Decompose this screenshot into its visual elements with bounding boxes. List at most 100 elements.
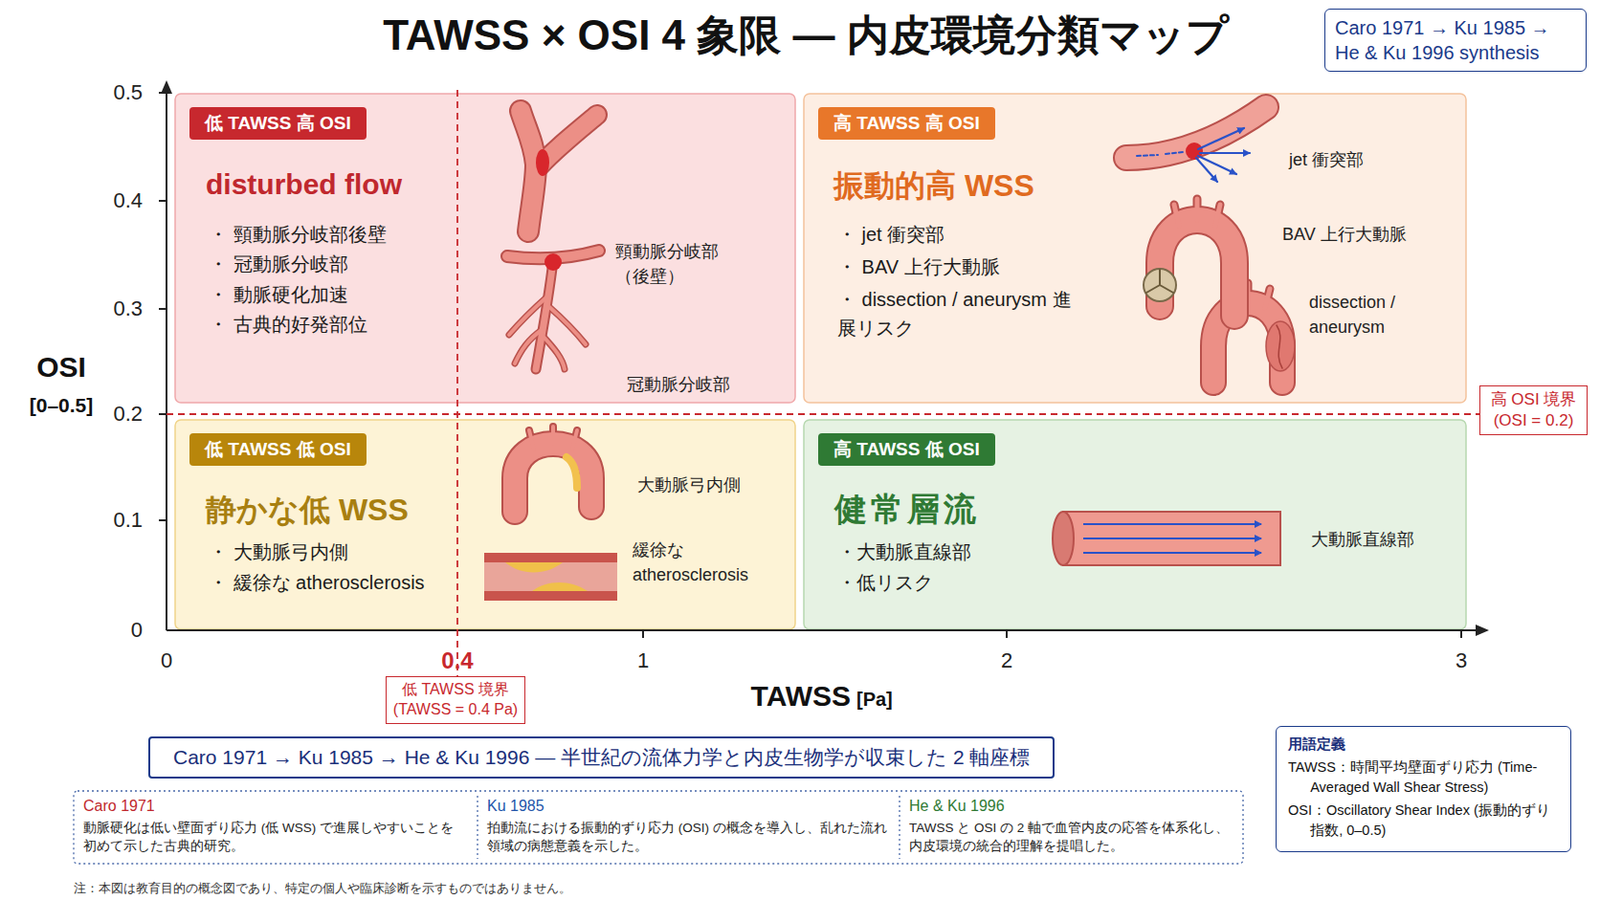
axis bbox=[642, 630, 645, 639]
footnote: 注：本図は教育目的の概念図であり、特定の個人や臨床診断を示すものではありません。 bbox=[73, 880, 572, 898]
bav-arch bbox=[1159, 220, 1235, 316]
quadrant-panel: 振動的高 WSS・ jet 衝突部・ BAV 上行大動脈・ dissection… bbox=[803, 93, 1467, 403]
node-heading: He & Ku 1996 bbox=[909, 796, 1235, 818]
node-text: ・ 冠動脈分岐部 bbox=[206, 249, 351, 279]
node-heading: 低 TAWSS 低 OSI bbox=[204, 437, 352, 463]
axis-arrow bbox=[160, 80, 1489, 637]
node-text: 冠動脈分岐部 bbox=[624, 372, 733, 398]
node-text: ・ dissection / aneurysm 進展リスク bbox=[835, 285, 1079, 343]
bav-arch bbox=[1143, 268, 1177, 302]
coronary-tree bbox=[535, 260, 554, 370]
node-heading: Caro 1971 → Ku 1985 → He & Ku 1996 — 半世紀… bbox=[173, 744, 1030, 772]
axis bbox=[158, 413, 167, 416]
node-heading: 高 TAWSS 高 OSI bbox=[833, 111, 980, 136]
dissection-arch bbox=[1266, 321, 1295, 372]
aortic-arch bbox=[514, 426, 592, 512]
axis bbox=[158, 308, 167, 311]
reference-frame bbox=[73, 791, 1244, 865]
quadrant-panel bbox=[175, 420, 796, 630]
carotid-bifurcation bbox=[520, 111, 598, 232]
node-heading: Caro 1971 → Ku 1985 → He & Ku 1996 synth… bbox=[1334, 15, 1577, 66]
reference-frame bbox=[898, 796, 900, 860]
node-text: 動脈硬化は低い壁面ずり応力 (低 WSS) で進展しやすいことを初めて示した古典… bbox=[83, 820, 467, 857]
node-text: ・ 動脈硬化加速 bbox=[206, 280, 351, 310]
coronary-tree bbox=[509, 296, 586, 370]
plaque-vessel bbox=[484, 591, 618, 601]
aortic-arch bbox=[566, 457, 578, 489]
node-text: jet 衝突部 bbox=[1287, 147, 1366, 173]
straight-aorta bbox=[1052, 511, 1074, 566]
axis bbox=[158, 200, 167, 202]
axis bbox=[1460, 630, 1463, 639]
node-text: 緩徐な atherosclerosis bbox=[630, 537, 780, 588]
quadrant-panel: disturbed flow・ 頸動脈分岐部後壁・ 冠動脈分岐部・ 動脈硬化加速… bbox=[175, 93, 796, 403]
straight-aorta bbox=[1083, 552, 1262, 555]
plaque-vessel bbox=[505, 562, 563, 574]
jet-vessel bbox=[1196, 157, 1218, 182]
axis-title: OSI bbox=[36, 351, 87, 384]
node-text: TAWSS：時間平均壁面ずり応力 (Time-Averaged Wall She… bbox=[1288, 757, 1559, 799]
coronary-tree bbox=[509, 296, 586, 370]
node-heading: 低 TAWSS 高 OSI bbox=[204, 111, 352, 136]
tick-label: 1 bbox=[637, 648, 649, 674]
quadrant-panel bbox=[175, 93, 1467, 630]
node-heading: 高 TAWSS 低 OSI bbox=[833, 437, 980, 463]
axis-title: [0–0.5] bbox=[29, 394, 94, 418]
carotid-bifurcation bbox=[535, 149, 550, 177]
axis bbox=[158, 91, 1479, 639]
quadrant-panel bbox=[803, 93, 1467, 403]
plaque-vessel bbox=[484, 553, 618, 601]
quadrant-badge: 低 TAWSS 高 OSI bbox=[189, 107, 367, 140]
quadrant-badge: 高 TAWSS 高 OSI bbox=[818, 107, 996, 140]
node-text: ・ jet 衝突部 bbox=[835, 220, 947, 249]
plaque-vessel bbox=[484, 553, 618, 601]
node-text: ・ 緩徐な atherosclerosis bbox=[206, 568, 427, 598]
quadrant-badge: 高 TAWSS 低 OSI bbox=[818, 433, 996, 467]
node-text: 大動脈直線部 bbox=[1309, 527, 1417, 553]
quadrant-panel: 健常層流・大動脈直線部・低リスク大動脈直線部高 TAWSS 低 OSI bbox=[803, 420, 1467, 630]
axis-arrow bbox=[160, 80, 173, 94]
threshold-line bbox=[456, 89, 459, 677]
axis-arrow bbox=[1475, 624, 1489, 637]
tick-label: 0 bbox=[160, 648, 173, 674]
reference-frame bbox=[73, 791, 1244, 865]
reference-frame bbox=[476, 796, 478, 860]
dissection-arch bbox=[1276, 325, 1283, 369]
citation-box: Caro 1971 → Ku 1985 → He & Ku 1996 synth… bbox=[1324, 8, 1587, 72]
axis-title: [Pa] bbox=[856, 688, 893, 712]
jet-vessel bbox=[1196, 128, 1250, 182]
tick-label: 0.4 bbox=[441, 647, 473, 675]
node-text: ・ 古典的好発部位 bbox=[206, 310, 370, 339]
node-text: dissection / aneurysm bbox=[1307, 289, 1432, 340]
axis bbox=[158, 519, 167, 522]
coronary-tree bbox=[507, 250, 600, 370]
node-text: ・ BAV 上行大動脈 bbox=[835, 252, 1002, 282]
threshold-box: 低 TAWSS 境界 (TAWSS = 0.4 Pa) bbox=[385, 676, 526, 725]
reference-note: He & Ku 1996TAWSS と OSI の 2 軸で血管内皮の応答を体系… bbox=[909, 796, 1235, 857]
tick-label: 0.3 bbox=[112, 296, 143, 322]
node-heading: 静かな低 WSS bbox=[203, 490, 411, 530]
reference-note: Ku 1985拍動流における振動的ずり応力 (OSI) の概念を導入し、乱れた流… bbox=[487, 796, 889, 857]
straight-aorta bbox=[1063, 511, 1281, 566]
jet-vessel bbox=[1198, 128, 1245, 150]
node-text: ・低リスク bbox=[835, 568, 935, 598]
jet-vessel bbox=[1126, 107, 1267, 182]
aortic-arch bbox=[514, 444, 592, 512]
threshold-box: 高 OSI 境界 (OSI = 0.2) bbox=[1479, 385, 1588, 436]
threshold-line bbox=[166, 89, 1480, 677]
bav-arch bbox=[1143, 199, 1235, 316]
axis-title: TAWSS bbox=[751, 680, 851, 713]
node-heading: Caro 1971 bbox=[83, 796, 467, 818]
coronary-tree bbox=[544, 253, 562, 271]
tick-label: 3 bbox=[1455, 648, 1467, 674]
aortic-arch bbox=[529, 426, 578, 450]
tick-label: 2 bbox=[1000, 648, 1013, 674]
title: TAWSS × OSI 4 象限 — 内皮環境分類マップ bbox=[382, 7, 1229, 65]
jet-vessel bbox=[1200, 152, 1250, 155]
straight-aorta bbox=[1083, 537, 1262, 540]
plaque-vessel bbox=[484, 553, 618, 563]
node-heading: 健常層流 bbox=[832, 488, 982, 531]
quadrant-panel: 静かな低 WSS・ 大動脈弓内側・ 緩徐な atherosclerosis大動脈… bbox=[175, 420, 796, 630]
tick-label: 0.1 bbox=[112, 508, 143, 534]
node-text: BAV 上行大動脈 bbox=[1280, 222, 1409, 247]
